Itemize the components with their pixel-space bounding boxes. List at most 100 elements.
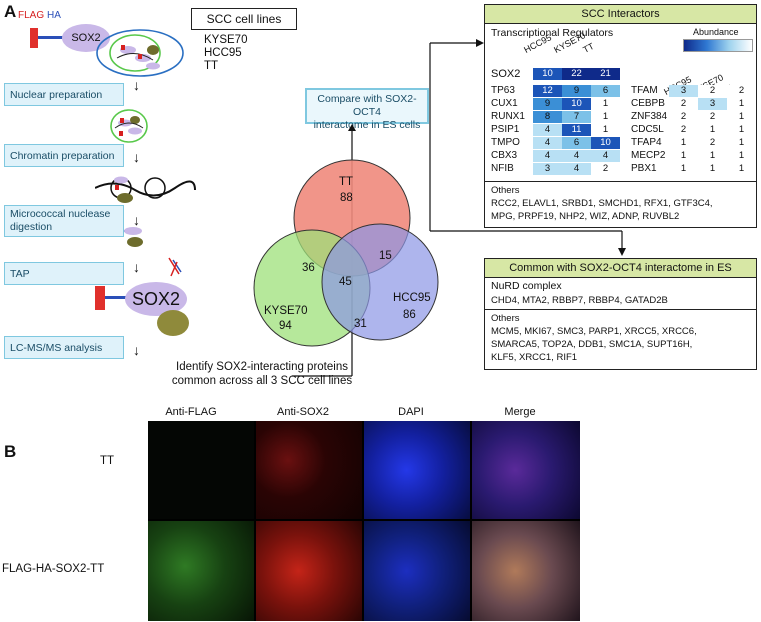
- common-es-title: Common with SOX2-OCT4 interactome in ES: [485, 259, 756, 278]
- abundance-cell: 3: [698, 98, 727, 110]
- abundance-cell: 6: [591, 85, 620, 97]
- cell-line-hcc95: HCC95: [204, 47, 242, 59]
- gene-label: CDC5L: [631, 124, 664, 135]
- arrow-down-icon: ↓: [133, 212, 140, 228]
- arrow-down-icon: ↓: [133, 259, 140, 275]
- abundance-cell: 2: [698, 111, 727, 123]
- venn-count-tt-kyse70: 36: [302, 262, 315, 274]
- step-tap: TAP: [4, 262, 124, 285]
- mic-row-tt: TT: [100, 455, 115, 467]
- others-line-1: RCC2, ELAVL1, SRBD1, SMCHD1, RFX1, GTF3C…: [491, 198, 713, 209]
- abundance-cell: 4: [591, 150, 620, 162]
- venn-diagram: [253, 159, 439, 347]
- gene-label: NFIB: [491, 163, 514, 174]
- mic-col-anti-sox2: Anti-SOX2: [277, 406, 329, 418]
- others-line-2: MPG, PRPF19, NHP2, WIZ, ADNP, RUVBL2: [491, 211, 680, 222]
- compare-box: Compare with SOX2-OCT4 interactome in ES…: [305, 88, 429, 131]
- common-others-line-1: MCM5, MKI67, SMC3, PARP1, XRCC5, XRCC6,: [491, 326, 697, 337]
- sox2-oval: SOX2: [62, 24, 110, 52]
- nurd-members: CHD4, MTA2, RBBP7, RBBP4, GATAD2B: [491, 295, 668, 306]
- gene-sox2: SOX2: [491, 68, 521, 80]
- mic-col-dapi: DAPI: [398, 406, 424, 418]
- abundance-cell: 2: [727, 85, 756, 97]
- abundance-label: Abundance: [693, 27, 739, 37]
- abundance-cell: 1: [727, 124, 756, 136]
- cell-line-kyse70: KYSE70: [204, 34, 248, 46]
- step-lc-ms-ms-analysis: LC-MS/MS analysis: [4, 336, 124, 359]
- common-others-line-2: SMARCA5, TOP2A, DDB1, SMC1A, SUPT16H,: [491, 339, 693, 350]
- arrow-down-icon: ↓: [133, 77, 140, 93]
- abundance-cell: 1: [698, 163, 727, 175]
- microscopy-grid: [148, 421, 580, 621]
- gene-label: CUX1: [491, 98, 518, 109]
- gene-label: TP63: [491, 85, 515, 96]
- others-title: Others: [491, 185, 520, 196]
- flag-ha-sox2-tt-anti-sox2-image: [256, 521, 362, 621]
- abundance-cell: 4: [533, 124, 562, 136]
- flag-ha-sox2-tt-anti-flag-image: [148, 521, 254, 621]
- venn-label-kyse70: KYSE70: [264, 305, 308, 317]
- ha-label: HA: [47, 10, 61, 21]
- ha-linker: [105, 296, 127, 299]
- venn-label-hcc95: HCC95: [393, 292, 431, 304]
- venn-count-tt-only: 88: [340, 192, 353, 204]
- tt-dapi-image: [364, 421, 470, 519]
- common-es-table: Common with SOX2-OCT4 interactome in ES …: [484, 258, 757, 370]
- gene-label: TFAP4: [631, 137, 662, 148]
- gene-label: TFAM: [631, 85, 658, 96]
- abundance-cell: 12: [533, 85, 562, 97]
- gene-label: PBX1: [631, 163, 657, 174]
- abundance-cell: 3: [533, 163, 562, 175]
- others-divider: [485, 181, 756, 182]
- identify-line-1: Identify SOX2-interacting proteins: [176, 361, 348, 373]
- venn-circle-hcc95: [321, 223, 439, 341]
- abundance-cell: 4: [562, 150, 591, 162]
- abundance-scale: [683, 39, 753, 52]
- transcriptional-regulators-heading: Transcriptional Regulators: [491, 27, 614, 39]
- abundance-cell: 2: [698, 85, 727, 97]
- arrow-down-icon: ↓: [133, 342, 140, 358]
- abundance-cell: 2: [669, 98, 698, 110]
- venn-count-kyse70-only: 94: [279, 320, 292, 332]
- abundance-cell: 6: [562, 137, 591, 149]
- abundance-cell: 1: [727, 150, 756, 162]
- cell-lines-list: KYSE70 HCC95 TT: [204, 34, 247, 73]
- tt-anti-sox2-image: [256, 421, 362, 519]
- compare-line-2: interactome in ES cells: [313, 119, 421, 131]
- abundance-cell: 1: [727, 137, 756, 149]
- nurd-title: NuRD complex: [491, 280, 562, 292]
- identify-line-2: common across all 3 SCC cell lines: [171, 375, 353, 387]
- scc-interactors-table: SCC Interactors Transcriptional Regulato…: [484, 4, 757, 228]
- tt-merge-image: [472, 421, 580, 519]
- mic-col-merge: Merge: [504, 406, 536, 418]
- col-head-tt: TT: [581, 41, 596, 55]
- abundance-cell: 1: [727, 111, 756, 123]
- abundance-cell: 1: [669, 137, 698, 149]
- step-nuclear-preparation: Nuclear preparation: [4, 83, 124, 106]
- abundance-cell: 2: [669, 111, 698, 123]
- arrow-down-icon: ↓: [133, 149, 140, 165]
- compare-line-1: Compare with SOX2-OCT4: [317, 93, 417, 118]
- venn-count-hcc95-only: 86: [403, 309, 416, 321]
- cell-workflow-drawings: [95, 29, 196, 277]
- abundance-cell: 1: [698, 150, 727, 162]
- mic-row-flag-ha-sox2-tt: FLAG-HA-SOX2-TT: [2, 563, 105, 575]
- flag-tag: [95, 286, 105, 310]
- abundance-cell: 21: [591, 68, 620, 80]
- panel-a-letter: A: [4, 2, 17, 21]
- flag-ha-sox2-tt-dapi-image: [364, 521, 470, 621]
- gene-label: MECP2: [631, 150, 666, 161]
- abundance-cell: 10: [562, 98, 591, 110]
- flag-tag: [30, 28, 38, 48]
- flag-label: FLAG: [18, 10, 45, 21]
- abundance-cell: 9: [562, 85, 591, 97]
- abundance-cell: 2: [669, 124, 698, 136]
- cell-line-tt: TT: [204, 60, 219, 72]
- abundance-cell: 1: [591, 124, 620, 136]
- gene-label: CBX3: [491, 150, 518, 161]
- abundance-cell: 11: [562, 124, 591, 136]
- abundance-cell: 2: [591, 163, 620, 175]
- abundance-cell: 1: [669, 150, 698, 162]
- abundance-cell: 22: [562, 68, 591, 80]
- venn-count-kyse70-hcc95: 31: [354, 318, 367, 330]
